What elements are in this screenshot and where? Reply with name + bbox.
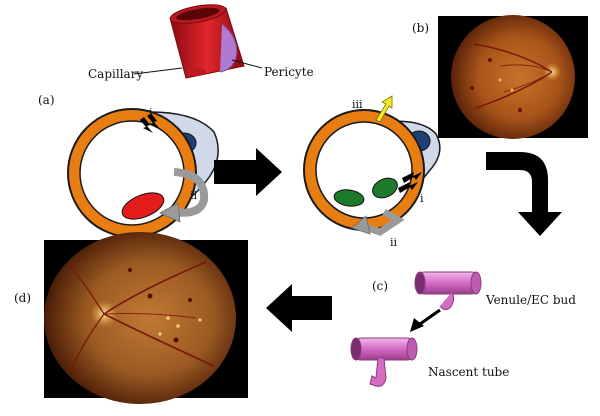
nascent-tube-sprout (369, 357, 387, 387)
green-cell (333, 189, 365, 207)
capillary-label: Capillary (88, 67, 143, 81)
black-arrow-i-1 (402, 172, 422, 183)
red-blood-cell (186, 68, 206, 76)
pericyte-leader-line (231, 59, 263, 69)
flow-arrow-left (266, 284, 332, 332)
panel-c-label: (c) (372, 279, 388, 293)
capillary-illustration (169, 4, 245, 79)
capillary-cross-section-right (303, 95, 441, 236)
capillary-lumen (315, 121, 413, 219)
marker-ii-right: ii (390, 236, 398, 249)
marker-ii-left: ii (190, 189, 198, 202)
flow-arrow-right (214, 148, 282, 196)
bud-to-tube-arrow (419, 308, 441, 326)
capillary-leader-line (133, 67, 183, 75)
venule-bud-label: Venule/EC bud (485, 293, 576, 307)
nascent-tube-label: Nascent tube (428, 365, 509, 379)
grey-curved-arrow (360, 208, 405, 236)
black-arrow-i-2 (398, 182, 418, 193)
panel-a-label: (a) (38, 93, 55, 107)
flow-arrow-down (486, 152, 562, 236)
fundus-image-b (438, 15, 588, 139)
capillary-cross-section-left (67, 108, 219, 238)
ec-bud (439, 291, 455, 311)
marker-i-left: i (149, 106, 153, 119)
marker-iii: iii (352, 98, 363, 111)
red-cell (121, 192, 165, 220)
fundus-image-d (44, 232, 248, 404)
pericyte-label: Pericyte (264, 65, 314, 79)
black-arrow-i-2 (147, 113, 160, 129)
venule-bud-illustration (414, 271, 482, 311)
marker-i-right: i (420, 192, 424, 205)
nascent-tube-illustration (350, 337, 418, 387)
panel-d-label: (d) (14, 291, 31, 305)
yellow-arrow (375, 95, 393, 123)
panel-b-label: (b) (412, 21, 429, 35)
black-arrow-i-1 (140, 117, 153, 133)
green-cell (372, 177, 398, 199)
grey-curved-arrow (171, 168, 209, 217)
